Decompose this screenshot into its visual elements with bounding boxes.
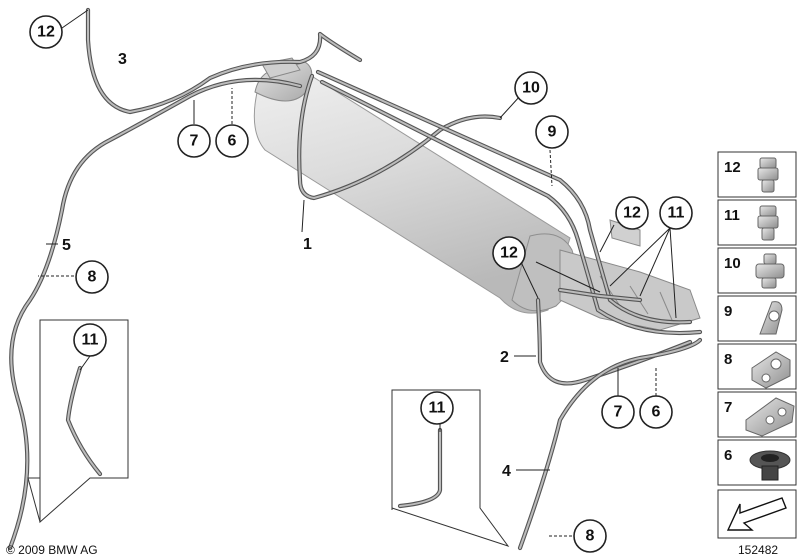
grommet-6-icon — [749, 450, 791, 481]
callout-12-top: 12 — [29, 15, 63, 49]
callout-12-tank: 12 — [492, 236, 526, 270]
callout-11-mid: 11 — [659, 196, 693, 230]
double-pipe-holder-7-icon — [745, 397, 795, 437]
svg-text:12: 12 — [500, 245, 518, 262]
svg-text:6: 6 — [724, 447, 732, 464]
pipes — [7, 7, 703, 551]
callout-8-left: 8 — [75, 260, 109, 294]
pipe-clip-9-icon — [759, 301, 783, 335]
callout-11-inset-left: 11 — [73, 323, 107, 357]
pipe-holder-8-icon — [751, 351, 791, 389]
label-5: 5 — [62, 237, 71, 254]
quick-connector-11-icon — [757, 205, 779, 241]
svg-text:12: 12 — [37, 24, 55, 41]
inset-bottom — [391, 389, 510, 547]
legend: 12 11 10 — [717, 151, 797, 539]
label-2: 2 — [500, 349, 509, 366]
svg-text:10: 10 — [724, 255, 741, 272]
svg-text:8: 8 — [724, 351, 732, 368]
callout-11-inset-bottom: 11 — [420, 391, 454, 425]
svg-text:8: 8 — [586, 528, 595, 545]
callout-12-mid: 12 — [615, 196, 649, 230]
svg-text:10: 10 — [522, 80, 540, 97]
svg-text:11: 11 — [668, 205, 685, 222]
svg-text:8: 8 — [88, 269, 97, 286]
legend-item-7: 7 — [717, 391, 797, 438]
callout-7-bottom: 7 — [601, 395, 635, 429]
legend-item-6: 6 — [717, 439, 797, 486]
label-3: 3 — [118, 51, 127, 68]
callout-6-left: 6 — [215, 124, 249, 158]
svg-text:11: 11 — [724, 207, 740, 224]
label-1: 1 — [303, 236, 312, 253]
legend-item-11: 11 — [717, 199, 797, 246]
leader-lines — [38, 9, 677, 537]
svg-text:12: 12 — [623, 205, 641, 222]
svg-text:9: 9 — [724, 303, 732, 320]
direction-arrow-icon — [726, 497, 787, 531]
quick-connector-12-icon — [757, 157, 779, 193]
callout-10: 10 — [514, 71, 548, 105]
legend-item-10: 10 — [717, 247, 797, 294]
callout-9: 9 — [535, 115, 569, 149]
legend-item-12: 12 — [717, 151, 797, 198]
svg-text:7: 7 — [724, 399, 732, 416]
svg-text:7: 7 — [614, 404, 623, 421]
copyright-text: © 2009 BMW AG — [6, 543, 98, 557]
legend-item-9: 9 — [717, 295, 797, 342]
label-4: 4 — [502, 463, 511, 480]
svg-text:6: 6 — [652, 404, 661, 421]
svg-text:7: 7 — [190, 133, 199, 150]
svg-text:12: 12 — [724, 159, 741, 176]
callout-8-bottom: 8 — [573, 519, 607, 553]
pipe-connector-10-icon — [755, 253, 785, 289]
diagram-number: 152482 — [738, 543, 778, 557]
svg-text:6: 6 — [228, 133, 237, 150]
svg-text:11: 11 — [429, 400, 446, 417]
legend-item-8: 8 — [717, 343, 797, 390]
svg-text:11: 11 — [82, 332, 99, 349]
callout-7-left: 7 — [177, 124, 211, 158]
inset-left — [27, 319, 129, 524]
legend-arrow-box — [717, 489, 797, 539]
callout-6-bottom: 6 — [639, 395, 673, 429]
svg-text:9: 9 — [548, 124, 557, 141]
